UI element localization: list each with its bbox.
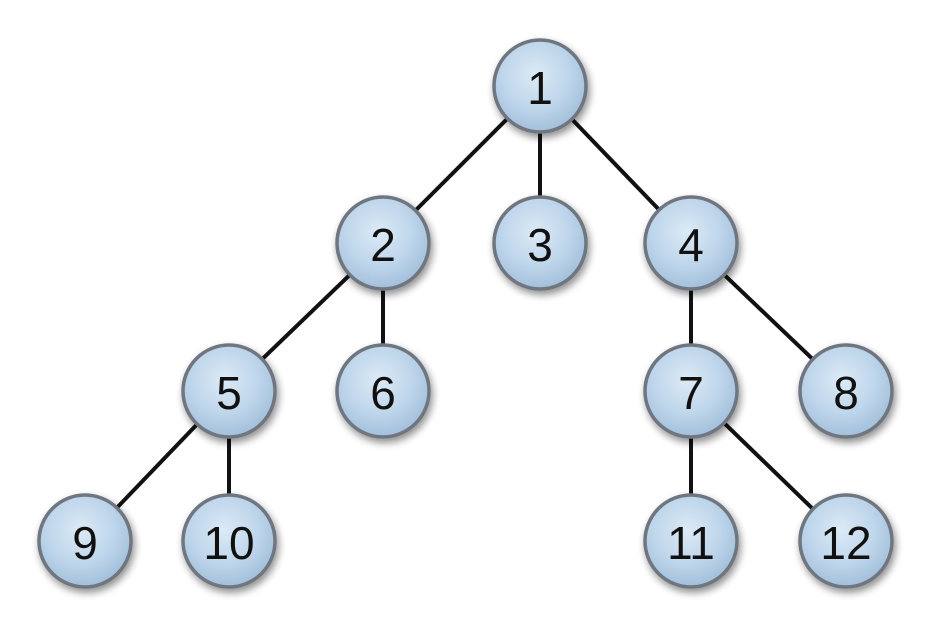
tree-node-5: 5 <box>181 343 277 439</box>
node-label: 1 <box>527 62 553 114</box>
node-circle <box>181 343 277 439</box>
tree-node-12: 12 <box>798 493 894 589</box>
node-circle <box>335 195 431 291</box>
edge-4-8 <box>720 271 817 363</box>
node-label: 7 <box>678 367 704 419</box>
node-circle <box>492 195 588 291</box>
tree-node-3: 3 <box>492 195 588 291</box>
node-label: 5 <box>216 367 242 419</box>
node-label: 8 <box>833 367 859 419</box>
node-label: 11 <box>667 517 715 569</box>
tree-node-1: 1 <box>492 38 588 134</box>
node-label: 4 <box>678 219 704 271</box>
tree-node-6: 6 <box>335 343 431 439</box>
tree-node-11: 11 <box>643 493 739 589</box>
edges-layer <box>113 115 817 513</box>
node-label: 12 <box>820 517 871 569</box>
node-circle <box>798 493 894 589</box>
edge-5-9 <box>113 420 201 512</box>
node-circle <box>643 195 739 291</box>
tree-node-7: 7 <box>643 343 739 439</box>
tree-node-4: 4 <box>643 195 739 291</box>
node-circle <box>798 343 894 439</box>
node-circle <box>335 343 431 439</box>
tree-node-9: 9 <box>37 493 133 589</box>
edge-7-12 <box>720 419 817 513</box>
node-circle <box>492 38 588 134</box>
node-circle <box>37 493 133 589</box>
node-label: 2 <box>370 219 396 271</box>
node-label: 10 <box>203 517 254 569</box>
tree-node-10: 10 <box>181 493 277 589</box>
edge-1-2 <box>412 115 511 214</box>
tree-node-8: 8 <box>798 343 894 439</box>
edge-2-5 <box>258 271 354 363</box>
tree-node-2: 2 <box>335 195 431 291</box>
node-circle <box>181 493 277 589</box>
node-label: 3 <box>527 219 553 271</box>
edge-1-4 <box>568 115 663 214</box>
node-circle <box>643 493 739 589</box>
node-label: 6 <box>370 367 396 419</box>
node-circle <box>643 343 739 439</box>
node-label: 9 <box>72 517 98 569</box>
